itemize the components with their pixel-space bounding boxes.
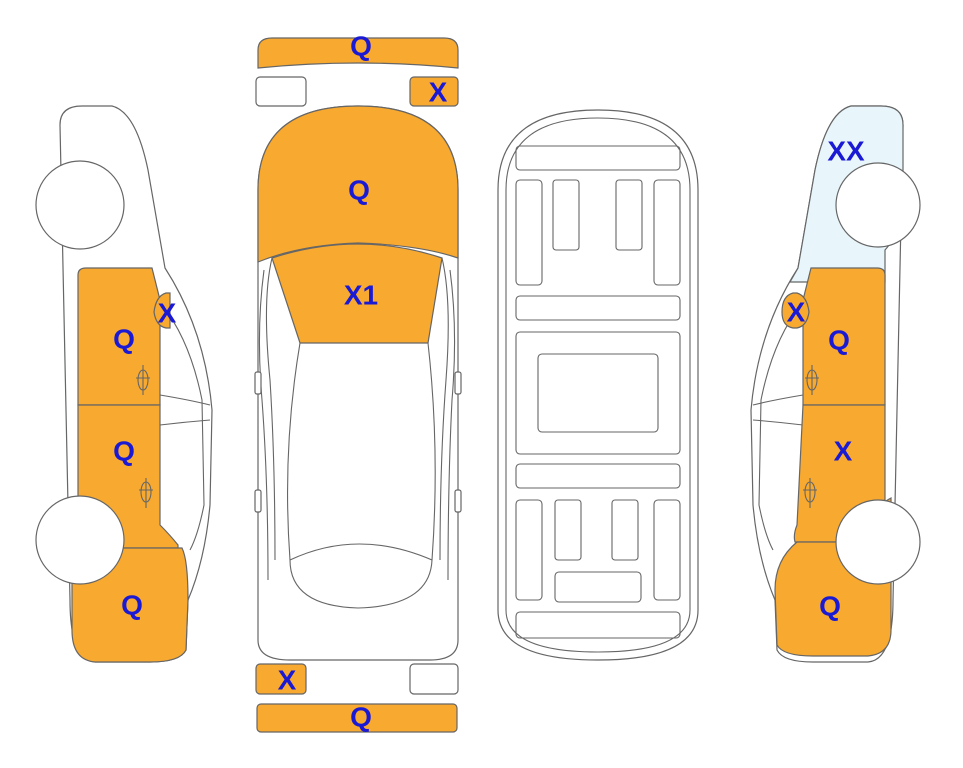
left-door-mirror-label: X (158, 298, 177, 329)
right-rear-door-label: X (834, 436, 853, 467)
damage-labels: Q X Q X1 Q X Q Q XX X Q X Q X Q (113, 31, 865, 733)
left-mirror-line (159, 394, 211, 426)
underbody-center-frame (515, 331, 681, 455)
rear-bumper-label: Q (350, 702, 372, 733)
left-front-wheel (35, 160, 125, 250)
left-rear-door-handle (139, 478, 153, 508)
underbody-center-panel (537, 353, 659, 433)
underbody-view (497, 109, 699, 661)
top-right-mirror (454, 371, 462, 395)
underbody-rear-rail-left (515, 499, 543, 601)
windshield[interactable] (271, 243, 443, 344)
underbody-slot-1 (552, 179, 580, 251)
top-left-mirror (254, 371, 262, 395)
underbody-bar-3 (515, 463, 681, 489)
underbody-slot-3 (554, 499, 582, 561)
front-bumper[interactable] (257, 37, 459, 69)
top-right-pillar-line (439, 257, 456, 581)
top-left-pillar-line (258, 257, 276, 581)
top-cabin-outline (287, 342, 436, 609)
right-front-fender-label: XX (827, 136, 865, 167)
left-rear-door-label: Q (113, 436, 135, 467)
left-rear-quarter-label: Q (121, 590, 143, 621)
right-side-view (750, 105, 921, 663)
underbody-slot-4 (611, 499, 639, 561)
right-mirror-label: X (787, 297, 806, 328)
left-front-door-label: Q (113, 324, 135, 355)
top-right-rear-mark (454, 489, 462, 513)
underbody-inner-outline (505, 117, 691, 653)
right-rear-quarter-label: Q (819, 591, 841, 622)
underbody-outline (497, 109, 699, 661)
rear-left-lamp[interactable] (255, 663, 307, 695)
underbody-rear-rail-right (653, 499, 681, 601)
front-left-lamp[interactable] (255, 76, 307, 107)
right-front-wheel (835, 162, 921, 248)
rear-right-lamp[interactable] (409, 663, 459, 695)
underbody-rail-right (653, 179, 681, 286)
underbody-bar-2 (515, 295, 681, 321)
right-front-door-handle (805, 365, 819, 395)
front-right-lamp[interactable] (409, 76, 459, 107)
underbody-slot-2 (615, 179, 643, 251)
windshield-label: X1 (344, 280, 378, 311)
left-door-glass-line (161, 304, 205, 551)
underbody-rail-left (515, 179, 543, 286)
left-door-mirror[interactable] (153, 292, 171, 329)
rear-left-lamp-label: X (278, 665, 297, 696)
right-door-mirror[interactable] (781, 292, 810, 329)
right-rear-wheel (835, 499, 921, 585)
top-view (254, 37, 462, 733)
left-side-view (35, 105, 213, 663)
underbody-bar-4 (515, 611, 681, 639)
top-left-rear-mark (254, 489, 262, 513)
hood-label: Q (348, 175, 370, 206)
top-rear-window (289, 543, 433, 561)
right-mirror-line (752, 394, 804, 426)
front-bumper-label: Q (350, 31, 372, 62)
right-front-door[interactable] (802, 267, 886, 406)
rear-bumper[interactable] (256, 703, 458, 733)
left-front-door[interactable] (77, 267, 161, 406)
left-front-handle-oval (137, 369, 149, 391)
right-rear-door-handle (803, 478, 817, 508)
front-right-lamp-label: X (429, 77, 448, 108)
underbody-bar-1 (515, 145, 681, 171)
right-front-door-label: Q (828, 325, 850, 356)
underbody-rear-bar (554, 571, 642, 603)
left-rear-wheel (35, 495, 125, 585)
